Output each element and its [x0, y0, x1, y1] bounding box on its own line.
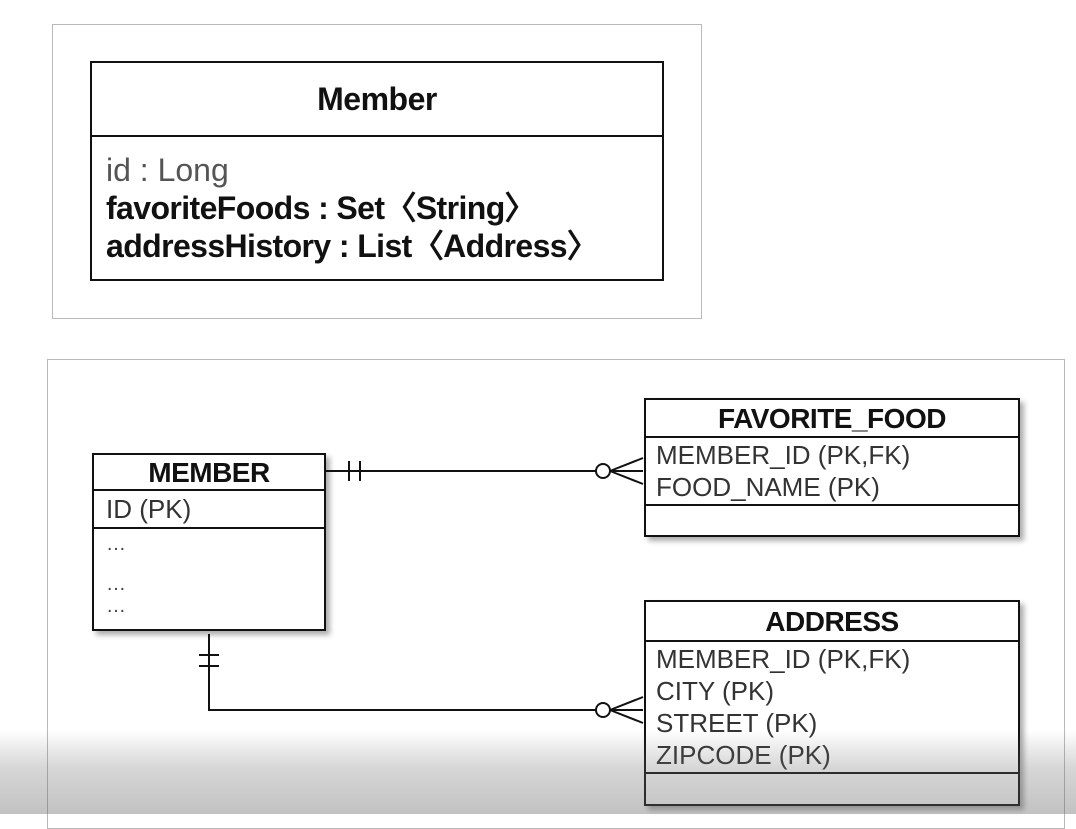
erd-table-member-name: MEMBER [94, 455, 324, 491]
erd-table-member: MEMBER ID (PK) … … … [92, 453, 326, 631]
uml-field-id: id : Long [106, 152, 229, 188]
erd-table-favorite-food-columns: MEMBER_ID (PK,FK) FOOD_NAME (PK) [646, 438, 1018, 504]
uml-class-member: Member id : Long favoriteFoods : Set〈Str… [90, 61, 664, 281]
erd-table-address: ADDRESS MEMBER_ID (PK,FK) CITY (PK) STRE… [644, 600, 1020, 806]
erd-table-address-name: ADDRESS [646, 602, 1018, 642]
erd-table-favorite-food-name: FAVORITE_FOOD [646, 400, 1018, 438]
uml-field-address-history: addressHistory : List〈Address〉 [106, 228, 599, 264]
erd-table-member-dots: … … … [94, 533, 324, 617]
erd-table-address-columns: MEMBER_ID (PK,FK) CITY (PK) STREET (PK) … [646, 642, 1018, 772]
erd-column: MEMBER_ID (PK,FK) [656, 644, 911, 674]
uml-class-name: Member [92, 63, 662, 137]
erd-column: ZIPCODE (PK) [656, 740, 831, 770]
erd-table-favorite-food: FAVORITE_FOOD MEMBER_ID (PK,FK) FOOD_NAM… [644, 398, 1020, 537]
erd-dots-row: … [106, 595, 126, 617]
erd-column: MEMBER_ID (PK,FK) [656, 440, 911, 470]
erd-dots-row: … [106, 573, 126, 595]
erd-dots-row: … [106, 533, 126, 555]
erd-column: CITY (PK) [656, 676, 774, 706]
erd-table-divider [646, 772, 1018, 774]
uml-field-favorite-foods: favoriteFoods : Set〈String〉 [106, 190, 537, 226]
uml-field-list: id : Long favoriteFoods : Set〈String〉 ad… [92, 137, 662, 265]
erd-table-member-pk: ID (PK) [94, 491, 324, 529]
erd-column: STREET (PK) [656, 708, 818, 738]
erd-column: FOOD_NAME (PK) [656, 472, 880, 502]
erd-table-divider [646, 504, 1018, 506]
